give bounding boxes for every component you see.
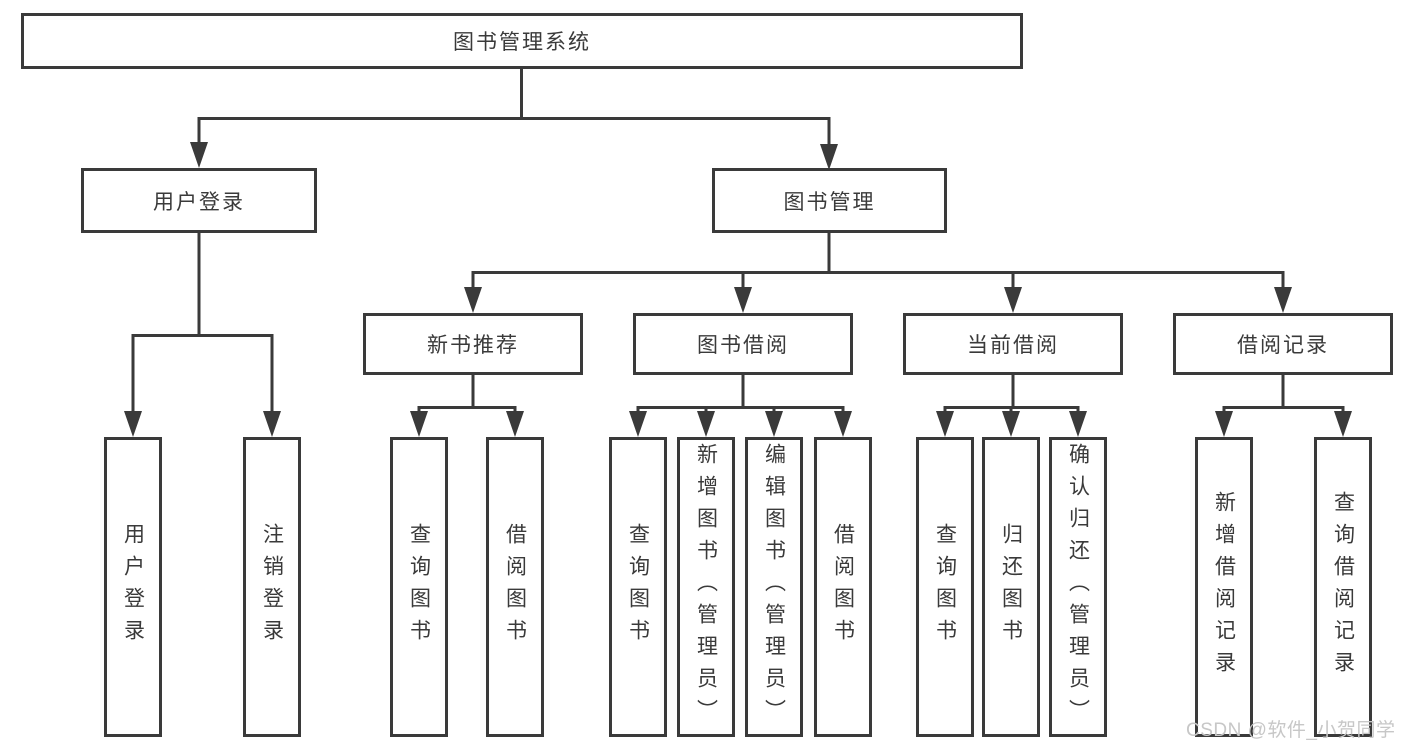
leaf-search-borrow-record: 查询借阅记录 bbox=[1314, 437, 1372, 737]
leaf-borrow-books-recommend: 借阅图书 bbox=[486, 437, 544, 737]
leaf-borrow-books-borrowing-label: 借阅图书 bbox=[831, 523, 855, 651]
leaf-search-books-current-label: 查询图书 bbox=[933, 523, 957, 651]
node-book-borrowing: 图书借阅 bbox=[633, 313, 853, 375]
node-current-borrowing-label: 当前借阅 bbox=[967, 334, 1059, 357]
watermark-text: CSDN @软件_小贺同学 bbox=[1186, 720, 1396, 741]
connector-root-to-level2 bbox=[197, 68, 831, 148]
leaf-search-books-borrowing: 查询图书 bbox=[609, 437, 667, 737]
leaf-search-books-borrowing-label: 查询图书 bbox=[626, 523, 650, 651]
leaf-confirm-return-admin-label: 确认归还（管理员） bbox=[1066, 443, 1090, 731]
node-book-management: 图书管理 bbox=[712, 168, 947, 233]
leaf-search-books-recommend-label: 查询图书 bbox=[407, 523, 431, 651]
node-user-login-label: 用户登录 bbox=[153, 190, 245, 214]
leaf-search-books-recommend: 查询图书 bbox=[390, 437, 448, 737]
leaf-confirm-return-admin: 确认归还（管理员） bbox=[1049, 437, 1107, 737]
connector-book-management-to-level3 bbox=[471, 233, 1285, 292]
connector-new-book-recommend-to-leaves bbox=[417, 375, 517, 414]
arrowheads bbox=[124, 142, 1352, 437]
node-borrowing-records-label: 借阅记录 bbox=[1237, 334, 1329, 357]
leaf-add-borrow-record: 新增借阅记录 bbox=[1195, 437, 1253, 737]
leaf-borrow-books-borrowing: 借阅图书 bbox=[814, 437, 872, 737]
leaf-add-borrow-record-label: 新增借阅记录 bbox=[1212, 491, 1236, 683]
leaf-user-login-label: 用户登录 bbox=[121, 523, 145, 651]
node-new-book-recommend: 新书推荐 bbox=[363, 313, 583, 375]
node-book-management-label: 图书管理 bbox=[783, 190, 876, 214]
node-root: 图书管理系统 bbox=[21, 13, 1023, 69]
leaf-borrow-books-recommend-label: 借阅图书 bbox=[503, 523, 527, 651]
node-current-borrowing: 当前借阅 bbox=[903, 313, 1123, 375]
leaf-edit-books-admin: 编辑图书（管理员） bbox=[745, 437, 803, 737]
connector-current-borrowing-to-leaves bbox=[943, 375, 1080, 414]
leaf-logout-login-label: 注销登录 bbox=[260, 523, 284, 651]
leaf-search-books-current: 查询图书 bbox=[916, 437, 974, 737]
node-user-login: 用户登录 bbox=[81, 168, 317, 233]
leaf-return-books-label: 归还图书 bbox=[999, 523, 1023, 651]
node-root-label: 图书管理系统 bbox=[453, 31, 591, 54]
node-borrowing-records: 借阅记录 bbox=[1173, 313, 1393, 375]
leaf-add-books-admin: 新增图书（管理员） bbox=[677, 437, 735, 737]
connector-borrowing-records-to-leaves bbox=[1222, 375, 1345, 414]
node-new-book-recommend-label: 新书推荐 bbox=[427, 334, 519, 357]
leaf-search-borrow-record-label: 查询借阅记录 bbox=[1331, 491, 1355, 683]
leaf-logout-login: 注销登录 bbox=[243, 437, 301, 737]
leaf-add-books-admin-label: 新增图书（管理员） bbox=[694, 443, 718, 731]
leaf-edit-books-admin-label: 编辑图书（管理员） bbox=[762, 443, 786, 731]
connector-user-login-to-leaves bbox=[131, 232, 274, 414]
leaf-user-login: 用户登录 bbox=[104, 437, 162, 737]
connector-book-borrowing-to-leaves bbox=[636, 375, 845, 414]
node-book-borrowing-label: 图书借阅 bbox=[697, 334, 789, 357]
leaf-return-books: 归还图书 bbox=[982, 437, 1040, 737]
